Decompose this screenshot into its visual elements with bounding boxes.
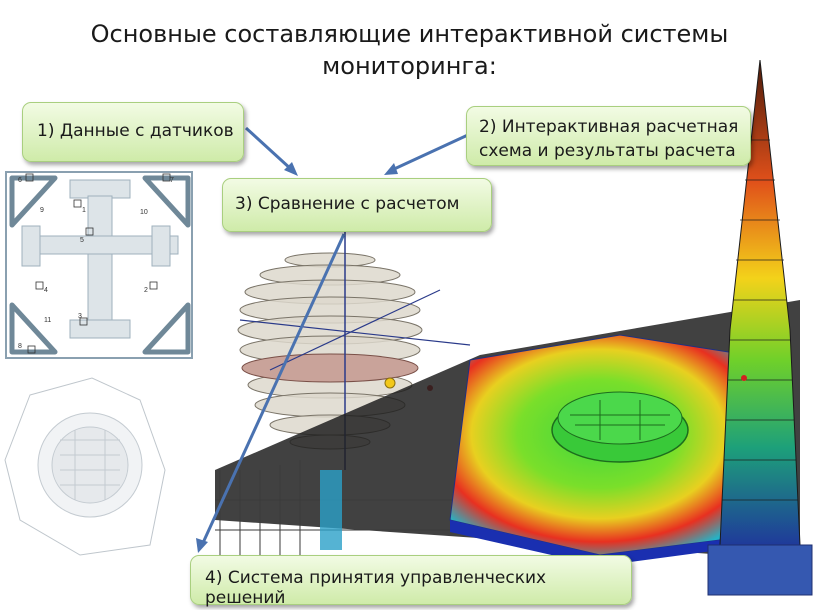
tower-model: [707, 59, 813, 596]
plan-label: 9: [40, 207, 44, 214]
comparison-box: 3) Сравнение с расчетом: [222, 178, 492, 232]
plan-label: 6: [18, 177, 22, 184]
plan-label: 1: [82, 207, 86, 214]
model-results-label-line2: схема и результаты расчета: [479, 141, 736, 161]
plan-label: 7: [170, 177, 174, 184]
plan-label: 10: [140, 209, 148, 216]
flow-arrows: [196, 126, 471, 553]
plan-label: 5: [80, 237, 84, 244]
plan-label: 11: [44, 317, 51, 324]
model-results-label-line1: 2) Интерактивная расчетная: [479, 117, 739, 137]
slide-title-line2: мониторинга:: [322, 52, 497, 80]
plan-label: 2: [144, 287, 148, 294]
plan-label: 4: [44, 287, 48, 294]
sensor-plan-square: [0, 166, 200, 366]
sensor-data-box: 1) Данные с датчиков: [22, 102, 244, 162]
comparison-label: 3) Сравнение с расчетом: [235, 194, 460, 214]
model-results-box: 2) Интерактивная расчетная схема и резул…: [466, 106, 751, 166]
decision-system-label: 4) Система принятия управленческих решен…: [205, 568, 547, 608]
sensor-data-label: 1) Данные с датчиков: [37, 121, 234, 141]
plan-label: 8: [18, 343, 22, 350]
plan-label: 3: [78, 313, 82, 320]
sensor-plan-pentagon: [4, 377, 166, 556]
slide-title-line1: Основные составляющие интерактивной сист…: [90, 20, 729, 48]
decision-system-box: 4) Система принятия управленческих решен…: [190, 555, 632, 608]
